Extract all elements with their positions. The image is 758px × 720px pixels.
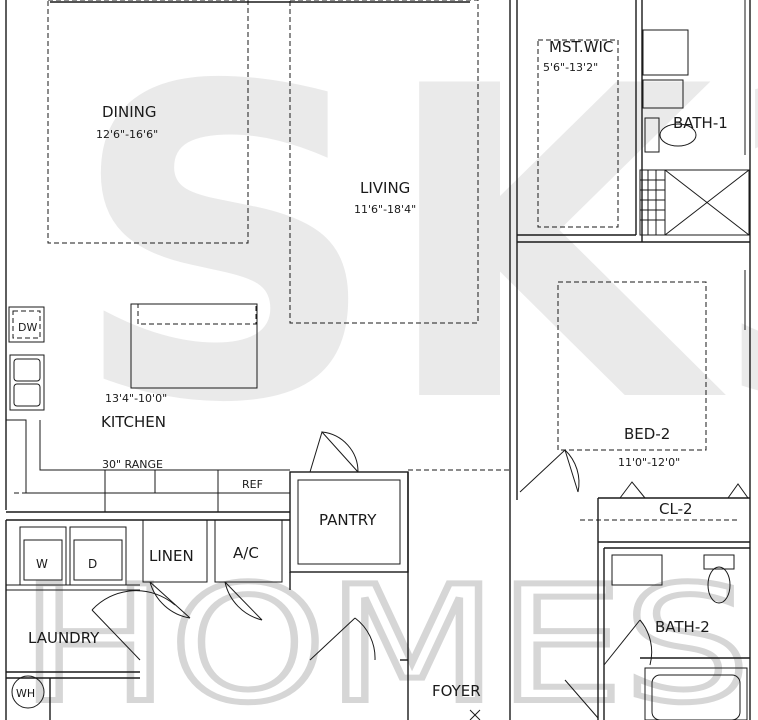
bed2-size: 11'0"-12'0" [618,456,680,469]
mst-wic-size: 5'6"-13'2" [543,61,598,74]
toilet-icon [644,117,697,153]
ref-label: REF [242,478,263,491]
bath1-label: BATH-1 [673,114,728,132]
fixtures: DW 30" RANGE REF W D WH [8,117,735,709]
living-label: LIVING [360,179,410,197]
room-outlines [14,0,740,521]
range-label: 30" RANGE [102,458,163,471]
linen-label: LINEN [149,547,194,565]
dining-size: 12'6"-16'6" [96,128,158,141]
doors [91,431,749,720]
washer-label: W [36,557,48,571]
laundry-label: LAUNDRY [28,629,100,647]
water-heater [11,675,45,709]
foyer-label: FOYER [432,682,481,700]
dishwasher [8,306,45,343]
kitchen-sink [9,354,45,411]
dining-label: DINING [102,103,156,121]
living-size: 11'6"-18'4" [354,203,416,216]
room-labels: DINING 12'6"-16'6" LIVING 11'6"-18'4" MS… [28,38,728,700]
water-heater-label: WH [16,687,35,700]
kitchen-label: KITCHEN [101,413,166,431]
dishwasher-label: DW [18,321,37,334]
watermark-word: HOMES [20,551,750,720]
cl2-label: CL-2 [659,500,693,518]
walls [5,0,751,720]
mst-wic-label: MST.WIC [549,38,613,56]
bath2-label: BATH-2 [655,618,710,636]
kitchen-size: 13'4"-10'0" [105,392,167,405]
toilet-icon [703,554,735,604]
bed2-label: BED-2 [624,425,670,443]
pantry-label: PANTRY [319,511,377,529]
dryer [69,526,127,586]
dryer-label: D [88,557,97,571]
washer [19,526,67,586]
ac-label: A/C [233,544,259,562]
